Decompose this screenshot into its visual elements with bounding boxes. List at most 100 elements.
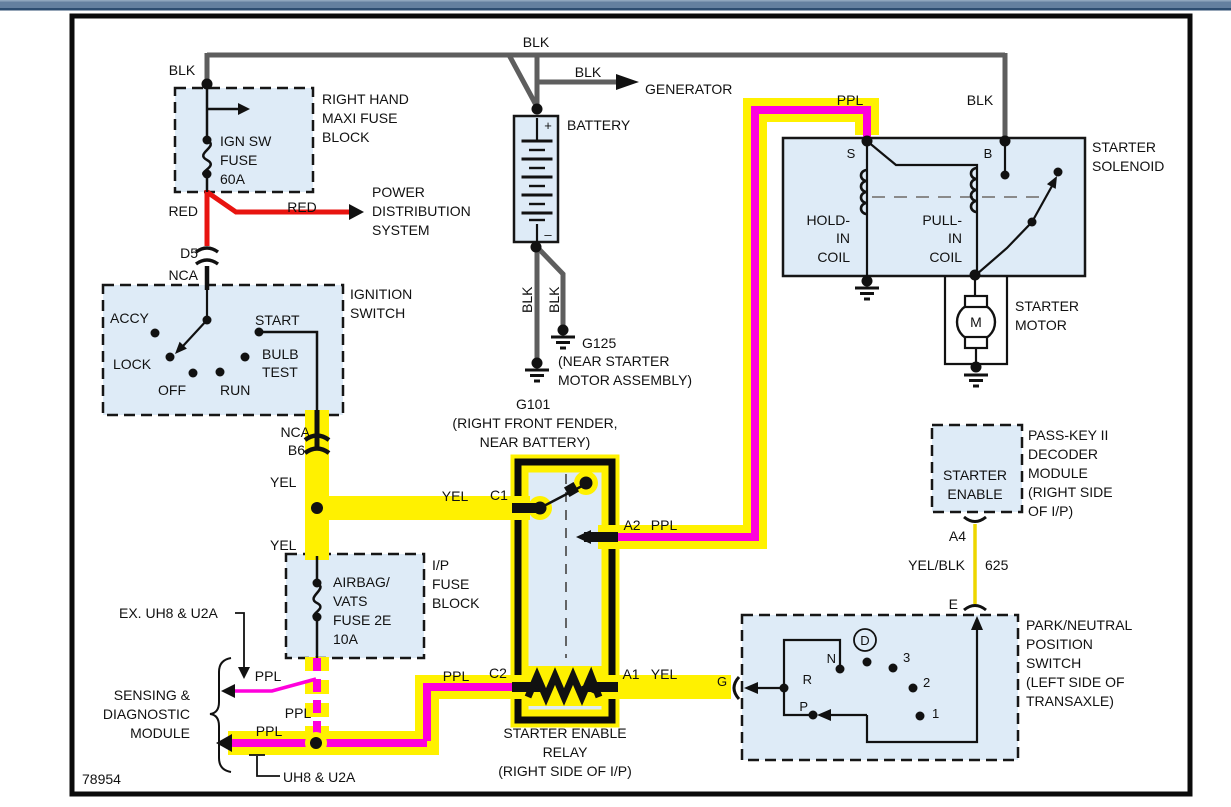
pn-p-arrow-icon	[817, 709, 831, 721]
pn-switch-title: (LEFT SIDE OF	[1026, 674, 1125, 690]
g-connector-arc	[732, 675, 741, 701]
pullin-wire	[866, 140, 979, 276]
ip-block-title: BLOCK	[432, 595, 480, 611]
wire-blk-battery-diag	[506, 53, 539, 107]
pn-pos-n: N	[827, 651, 836, 666]
junction-dot	[969, 269, 981, 281]
ip-block-title: FUSE	[432, 576, 469, 592]
ground-dot	[531, 357, 543, 369]
connector-label-b6: B6	[288, 442, 305, 458]
figure-number: 78954	[82, 771, 121, 787]
pullin-coil-label: COIL	[929, 249, 962, 265]
solenoid-title: SOLENOID	[1092, 158, 1164, 174]
wire-label-ppl: PPL	[285, 705, 312, 721]
b6-connector-arc	[303, 433, 331, 442]
junction-dot	[311, 502, 323, 514]
ground-symbols	[525, 286, 988, 388]
d5-connector-arc	[194, 258, 220, 266]
holdin-coil-icon	[859, 168, 868, 216]
ign-bulbtest-contact	[240, 352, 250, 362]
wire-label-blk-vert: BLK	[519, 286, 535, 313]
ignition-switch-internals	[150, 288, 319, 412]
connector-label-e: E	[949, 596, 958, 612]
connector-label-nca: NCA	[280, 424, 310, 440]
motor-brush-top	[963, 294, 989, 309]
pn-e-link	[865, 630, 979, 744]
wire-label-blk-top: BLK	[523, 34, 550, 50]
passkey-starter-enable: ENABLE	[947, 486, 1002, 502]
airbag-fuse-label: VATS	[333, 593, 368, 609]
ground-dot	[861, 275, 873, 287]
motor-brush-bottom	[963, 335, 989, 350]
passkey-title: DECODER	[1028, 446, 1098, 462]
relay-a2-arrow-icon	[576, 530, 591, 544]
wire-label-red: RED	[287, 199, 317, 215]
wire-label-ppl: PPL	[256, 723, 283, 739]
sdm-brace	[209, 657, 232, 773]
sdm-label: DIAGNOSTIC	[103, 706, 190, 722]
wire-ppl-c2	[423, 683, 530, 741]
d5-connector-arc	[194, 246, 220, 254]
titlebar-highlight	[0, 0, 1231, 2]
ign-pos-start: START	[255, 312, 300, 328]
wire-label-blk-b: BLK	[967, 92, 994, 108]
holdin-coil-label: IN	[836, 230, 850, 246]
pn-p-contact	[808, 710, 818, 720]
wire-blk-g125	[535, 245, 566, 326]
rh-block-title: RIGHT HAND	[322, 91, 409, 107]
ignition-switch-title: IGNITION	[350, 286, 412, 302]
airbag-fuse-label: FUSE 2E	[333, 612, 391, 628]
wire-label-blk-vert: BLK	[546, 286, 562, 313]
connector-label-g: G	[717, 674, 727, 689]
window-titlebar	[0, 0, 1231, 11]
pn-pos-r: R	[803, 672, 812, 687]
ip-fuse-block-box	[284, 552, 426, 660]
wire-red-power-branch	[205, 189, 349, 215]
wire-label-ppl-a2: PPL	[651, 517, 678, 533]
junction-dots	[201, 78, 1011, 754]
terminal-label-c2: C2	[489, 665, 507, 681]
power-distribution-label: DISTRIBUTION	[372, 203, 471, 219]
passkey-module-box	[930, 423, 1024, 514]
ex-uh8-arrow-icon	[238, 667, 250, 679]
ground-label-g125: MOTOR ASSEMBLY)	[558, 372, 692, 388]
relay-title: RELAY	[543, 744, 589, 760]
wire-label-yel: YEL	[270, 474, 297, 490]
rh-maxi-fuse-block-box	[173, 86, 315, 194]
ground-label-g101: G101	[516, 396, 550, 412]
g125-ground-icon	[551, 335, 575, 350]
diagram-labels: BLK BLK BLK GENERATOR BATTERY PPL BLK + …	[82, 34, 1164, 787]
red-wires	[204, 189, 349, 246]
pn-pos-1: 1	[932, 706, 939, 721]
pullin-coil-label: IN	[948, 230, 962, 246]
passkey-title: (RIGHT SIDE	[1028, 484, 1113, 500]
terminal-label-c1: C1	[490, 487, 508, 503]
ppl-branch-arrow-icon	[221, 684, 235, 698]
contact-link	[976, 221, 1033, 275]
wire-label-ppl-top: PPL	[837, 92, 864, 108]
airbag-fuse-label: AIRBAG/	[333, 574, 390, 590]
pn-d-contact	[862, 657, 872, 667]
ground-label-g101: (RIGHT FRONT FENDER,	[452, 415, 617, 431]
power-distribution-label: POWER	[372, 184, 425, 200]
motor-ground-icon	[964, 373, 988, 388]
ign-rotor-arrow-icon	[175, 341, 187, 354]
wire-label-ppl-c2: PPL	[443, 668, 470, 684]
power-distribution-label: SYSTEM	[372, 222, 430, 238]
pn-switch-title: PARK/NEUTRAL	[1026, 617, 1133, 633]
pn-pos-d: D	[860, 633, 869, 648]
ign-lock-contact	[165, 352, 175, 362]
passkey-starter-enable: STARTER	[943, 467, 1007, 483]
battery-internals	[521, 118, 553, 244]
ign-pos-run: RUN	[220, 382, 250, 398]
ignition-switch-box	[101, 283, 345, 417]
pn-up-arrow-icon	[971, 616, 983, 630]
relay-blade-bead	[563, 481, 580, 498]
ign-start-wire	[259, 330, 319, 412]
starter-motor-label: MOTOR	[1015, 317, 1067, 333]
generator-arrow-icon	[616, 74, 639, 90]
ign-pos-bulbtest: TEST	[262, 364, 298, 380]
fuse-dot	[202, 169, 212, 179]
titlebar-edge	[0, 8, 1231, 11]
